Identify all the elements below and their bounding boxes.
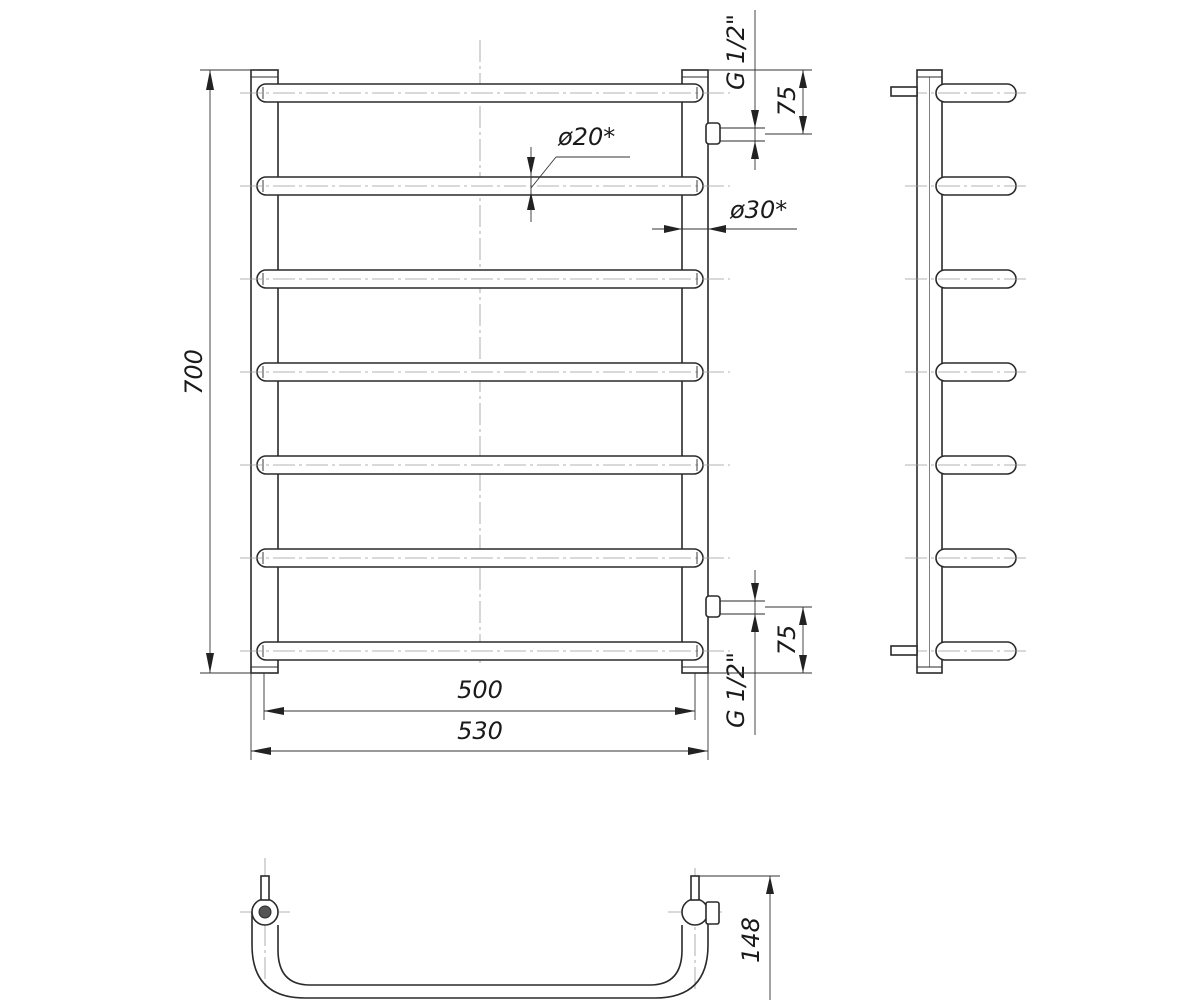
dim-rail-diameter-label: ø30* bbox=[729, 196, 787, 224]
dim-bottom-thread bbox=[751, 570, 759, 735]
side-bar bbox=[905, 641, 1030, 661]
side-view bbox=[890, 69, 1030, 674]
top-fitting bbox=[705, 122, 765, 145]
front-bar bbox=[240, 269, 730, 289]
side-bar bbox=[905, 269, 1030, 289]
dim-width-outer-label: 530 bbox=[457, 717, 503, 745]
dim-width-outer bbox=[250, 673, 709, 760]
dim-width-inner-label: 500 bbox=[457, 676, 503, 704]
side-top-stud bbox=[890, 86, 918, 97]
dim-bar-diameter bbox=[527, 147, 630, 222]
side-bar bbox=[905, 455, 1030, 475]
front-bars bbox=[240, 83, 730, 661]
dim-top-thread bbox=[751, 10, 759, 170]
dim-height-label: 700 bbox=[180, 349, 208, 395]
dim-width-inner bbox=[263, 673, 696, 720]
top-bar-inner bbox=[277, 925, 683, 986]
side-bar bbox=[905, 83, 1030, 103]
top-view: 148 bbox=[240, 858, 780, 1000]
dim-height bbox=[200, 69, 268, 674]
dim-top-offset bbox=[708, 69, 812, 135]
dim-bottom-thread-label: G 1/2" bbox=[722, 652, 750, 728]
top-right-stud bbox=[690, 875, 700, 901]
side-bar bbox=[905, 548, 1030, 568]
dim-rail-diameter bbox=[652, 225, 797, 233]
front-bar bbox=[240, 548, 730, 568]
top-left-stud bbox=[260, 875, 270, 901]
dim-top-thread-label: G 1/2" bbox=[722, 14, 750, 90]
dim-bottom-offset-label: 75 bbox=[773, 625, 801, 656]
bottom-fitting bbox=[705, 595, 765, 618]
front-bar bbox=[240, 83, 730, 103]
dim-bar-diameter-label: ø20* bbox=[557, 123, 615, 151]
front-bar bbox=[240, 455, 730, 475]
dim-top-offset-label: 75 bbox=[773, 86, 801, 117]
side-bar bbox=[905, 176, 1030, 196]
front-bar bbox=[240, 176, 730, 196]
side-bar bbox=[905, 362, 1030, 382]
side-bars bbox=[905, 83, 1030, 661]
front-view: 700 500 530 ø20* bbox=[180, 10, 812, 760]
top-right-fitting bbox=[705, 901, 720, 925]
dim-depth-label: 148 bbox=[737, 917, 765, 963]
dim-bottom-offset bbox=[708, 606, 812, 674]
dim-depth bbox=[699, 875, 780, 1000]
side-bottom-stud bbox=[890, 645, 918, 656]
front-bar bbox=[240, 641, 730, 661]
front-bar bbox=[240, 362, 730, 382]
top-right-pipe bbox=[681, 898, 709, 926]
top-bar-outer bbox=[251, 912, 709, 999]
